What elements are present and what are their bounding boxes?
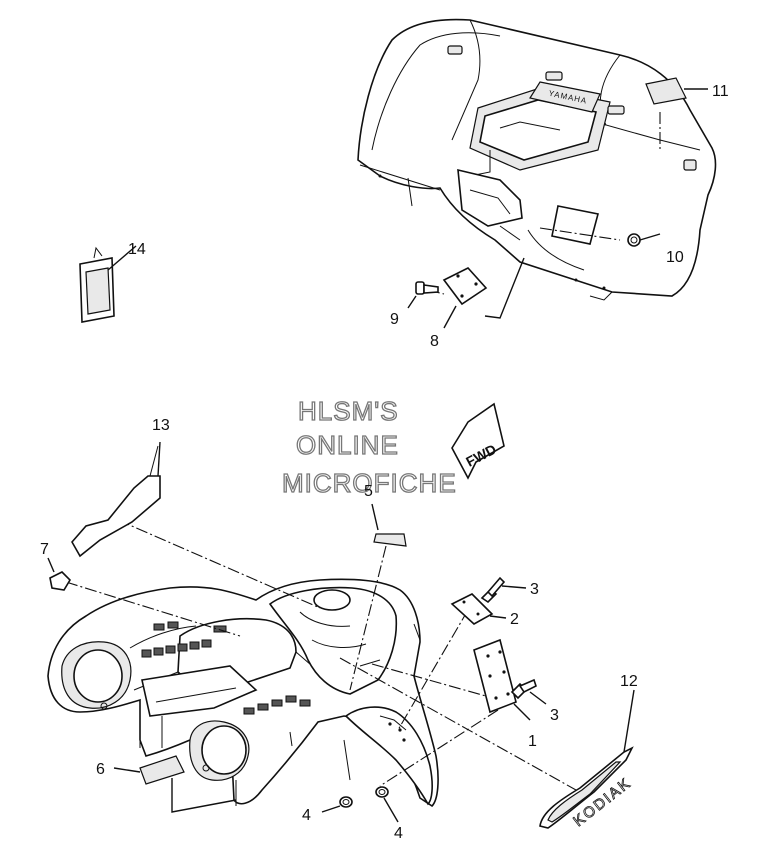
part-8-plate[interactable] [442,267,488,306]
leader-8b [443,305,457,329]
callout-5: 5 [364,483,373,500]
callout-7: 7 [40,541,49,558]
mount-hole [447,45,463,55]
fuel-cap-recess [313,589,351,611]
leader-1b [513,703,531,721]
leader-4b [379,709,499,787]
watermark-line3: MICROFICHE [282,468,457,498]
mount-hole [607,105,625,115]
callout-3-upper: 3 [530,581,539,598]
callout-12: 12 [620,673,638,690]
callout-4-right: 4 [394,825,403,842]
leader-2b [489,615,507,619]
part-13-decal[interactable] [71,445,161,558]
leader-8 [484,257,525,319]
leader-6 [171,778,237,813]
mount-hole [683,159,697,171]
part-3-screw-lower[interactable] [510,678,537,700]
part-9-screw[interactable] [415,281,439,295]
callout-4-left: 4 [302,807,311,824]
part-2-plate[interactable] [450,593,494,625]
left-headlight-opening [73,649,123,703]
part-3-screw-upper[interactable] [480,576,506,604]
callout-6: 6 [96,761,105,778]
part-6-label[interactable] [139,755,185,785]
leader-4c [383,797,399,823]
part-11-label[interactable] [645,77,687,105]
part-14-tag[interactable] [79,246,115,323]
watermark-line2: ONLINE [296,430,399,460]
part-10-cap[interactable] [627,233,641,247]
front-fender[interactable] [47,578,439,808]
leader-13 [117,519,321,609]
callout-3-lower: 3 [550,707,559,724]
leader-5 [349,545,387,691]
leader-3b [529,691,547,705]
leader-5b [371,503,379,531]
callout-1: 1 [528,733,537,750]
part-7-emblem[interactable] [49,571,72,591]
leader-10b [639,233,661,241]
part-5-label[interactable] [373,533,407,547]
callout-8: 8 [430,333,439,350]
watermark-line1: HLSM'S [298,396,399,426]
leader-2 [397,609,469,731]
callout-11: 11 [712,83,729,100]
leader-7 [65,581,241,637]
callout-13: 13 [152,417,170,434]
callout-14: 14 [128,241,146,258]
callout-9: 9 [390,311,399,328]
leader-12b [623,689,635,753]
leader-6b [113,767,141,773]
mount-hole [545,71,563,81]
part-4-cap-left[interactable] [339,796,353,808]
part-12-decal[interactable]: KODIAK [539,746,635,830]
right-headlight-opening [201,725,247,775]
callout-2: 2 [510,611,519,628]
leader-12 [339,657,577,791]
leader-9b [407,295,417,309]
fwd-arrow: FWD [451,402,505,480]
leader-4a [321,805,341,813]
part-1-bracket[interactable] [473,638,517,714]
callout-10: 10 [666,249,684,266]
leader-3a [501,585,527,589]
leader-7b [47,557,55,573]
leader-13b [157,441,161,477]
part-4-cap-right[interactable] [375,786,389,798]
leader-14 [107,245,137,271]
leader-1 [371,663,501,701]
watermark: HLSM'S ONLINE MICROFICHE [281,395,457,498]
leader-10 [539,227,621,241]
rear-fender[interactable]: YAMAHA [357,18,717,301]
